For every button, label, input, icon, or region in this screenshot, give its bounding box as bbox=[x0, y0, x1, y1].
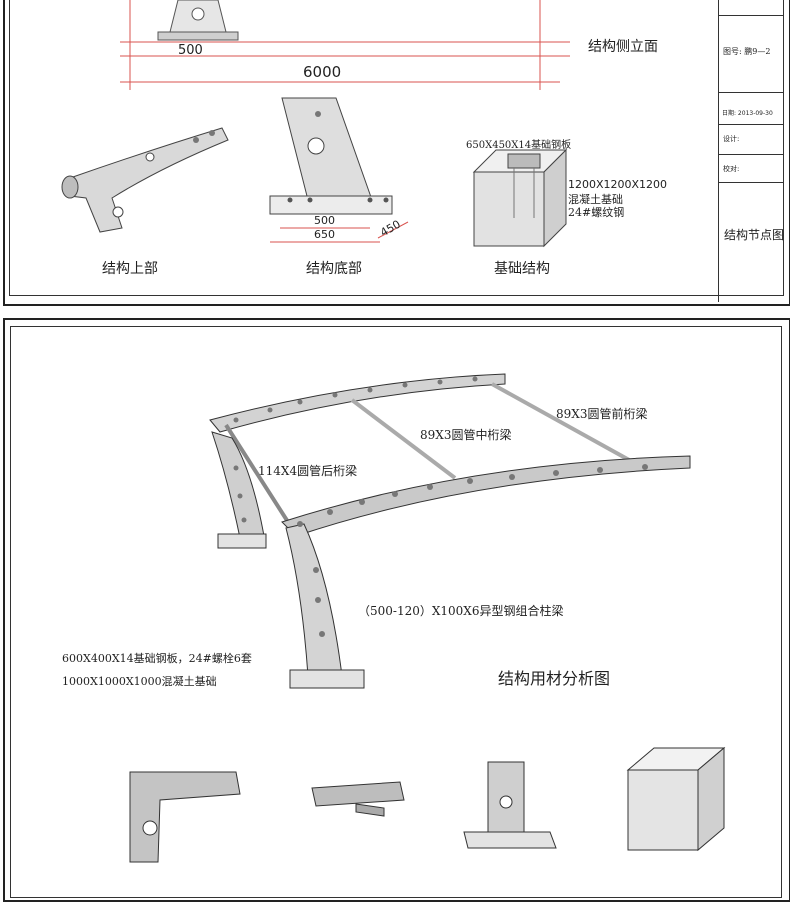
caption-upper-structure: 结构上部 bbox=[102, 261, 158, 277]
title-block-rule-4 bbox=[719, 182, 783, 183]
caption-base-structure: 结构底部 bbox=[306, 261, 362, 277]
concrete-foundation-label: 1000X1000X1000混凝土基础 bbox=[62, 675, 217, 688]
base-structure-figure bbox=[269, 97, 409, 243]
title-block-rule-3 bbox=[719, 154, 783, 155]
foundation-spec-2: 混凝土基础 bbox=[568, 193, 623, 206]
title-block-top-cell bbox=[719, 0, 783, 16]
material-analysis-title: 结构用材分析图 bbox=[498, 669, 611, 688]
middle-beam-label: 89X3圆管中桁梁 bbox=[420, 428, 512, 442]
sheet-title: 结构节点图 bbox=[724, 228, 785, 242]
part-column-base bbox=[463, 761, 557, 849]
title-block: 图号: 鹏9—2 日期: 2013-09-30 设计: 校对: 结构节点图 bbox=[718, 0, 785, 302]
title-block-rule-2 bbox=[719, 124, 783, 125]
part-corner-joint bbox=[129, 771, 241, 863]
part-bracket bbox=[311, 781, 405, 817]
front-beam-label: 89X3圆管前桁梁 bbox=[556, 407, 648, 421]
dim-6000: 6000 bbox=[303, 63, 342, 81]
top-drawing-inner-frame bbox=[9, 0, 784, 296]
foundation-spec-3: 24#螺纹钢 bbox=[568, 206, 625, 219]
upper-structure-figure bbox=[61, 127, 229, 233]
top-drawing-graphics bbox=[61, 0, 570, 248]
foundation-cube-figure bbox=[472, 148, 568, 248]
dim-500-top: 500 bbox=[178, 43, 203, 58]
base-dim-650: 650 bbox=[314, 228, 335, 241]
caption-foundation-structure: 基础结构 bbox=[494, 261, 550, 277]
base-plate-label: 600X400X14基础钢板，24#螺栓6套 bbox=[62, 652, 252, 665]
side-elevation-title: 结构侧立面 bbox=[588, 39, 658, 55]
foundation-spec-1: 1200X1200X1200 bbox=[568, 178, 668, 191]
designer-field: 设计: bbox=[723, 135, 740, 143]
drawing-number: 图号: 鹏9—2 bbox=[723, 47, 771, 56]
drawing-date: 日期: 2013-09-30 bbox=[722, 110, 773, 117]
part-concrete-foundation bbox=[626, 746, 726, 852]
column-beam-label: （500-120）X100X6异型钢组合柱梁 bbox=[358, 604, 564, 618]
foundation-plate-label: 650X450X14基础钢板 bbox=[466, 140, 572, 151]
base-dim-500: 500 bbox=[314, 214, 335, 227]
rear-beam-label: 114X4圆管后桁梁 bbox=[258, 464, 358, 478]
title-block-rule-1 bbox=[719, 92, 783, 93]
checker-field: 校对: bbox=[723, 165, 740, 173]
side-elevation-column-foot bbox=[157, 0, 239, 41]
